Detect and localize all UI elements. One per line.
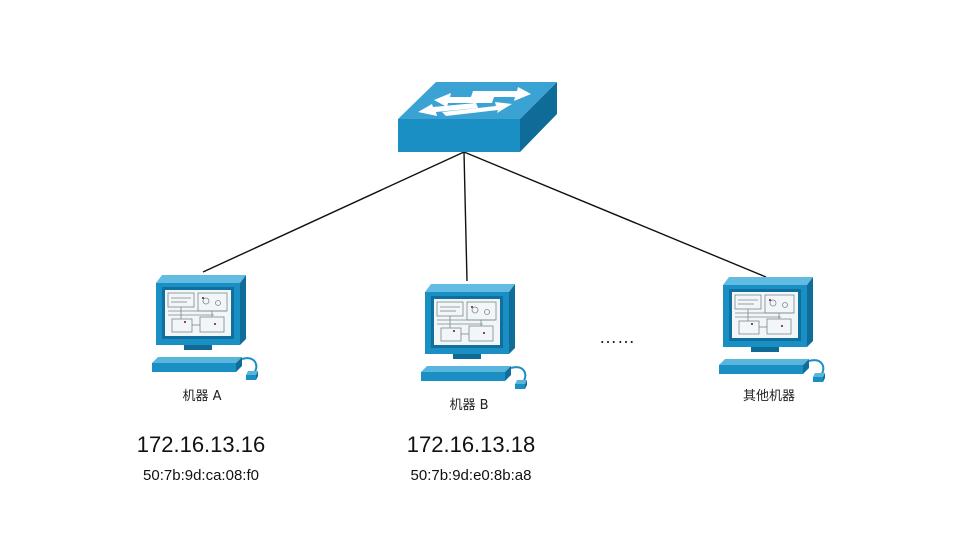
link-switch-to-machine-b [463,151,468,282]
machine-b-mac: 50:7b:9d:e0:8b:a8 [411,467,532,484]
machine-b-computer-icon [420,283,528,390]
machine-b-label: 机器 B [449,398,488,413]
other-machines-label: 其他机器 [743,389,795,404]
machine-a-label: 机器 A [182,389,221,404]
machine-a-ip: 172.16.13.16 [137,432,265,457]
network-switch-icon [398,82,557,152]
machine-a-computer-icon [151,274,259,381]
link-switch-to-machine-a [202,151,465,273]
machine-b-ip: 172.16.13.18 [407,432,535,457]
other-machines-computer-icon [718,276,826,383]
more-machines-ellipsis: …… [599,327,635,347]
machine-a-mac: 50:7b:9d:ca:08:f0 [143,467,259,484]
link-switch-to-other-machines [463,151,767,278]
